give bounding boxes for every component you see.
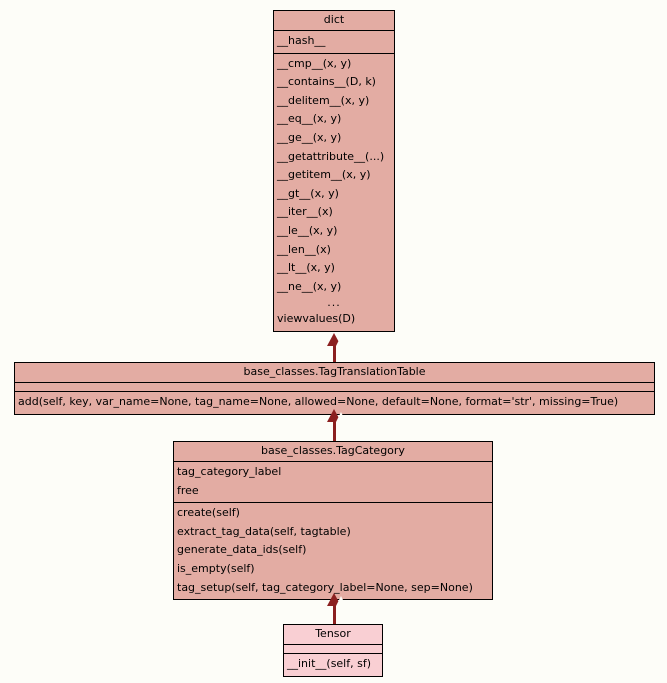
- class-name-compartment: base_classes.TagTranslationTable: [15, 363, 654, 382]
- methods-compartment-tagcategory: create(self) extract_tag_data(self, tagt…: [174, 502, 492, 599]
- method-item: __getattribute__(...): [277, 149, 385, 163]
- generalization-edge-tagtranslationtable-to-dict: [327, 333, 346, 362]
- method-item: add(self, key, var_name=None, tag_name=N…: [18, 395, 619, 408]
- class-name-compartment: Tensor: [284, 625, 382, 644]
- method-item: __delitem__(x, y): [277, 93, 370, 107]
- class-name-compartment: dict: [274, 11, 394, 30]
- method-item: __init__(self, sf): [287, 657, 372, 670]
- method-item: __getitem__(x, y): [277, 168, 371, 182]
- method-item: __ge__(x, y): [277, 130, 342, 144]
- method-item-ellipsis: ...: [327, 296, 341, 310]
- class-title-tensor: Tensor: [315, 627, 351, 640]
- class-title-dict: dict: [323, 13, 345, 26]
- method-item: tag_setup(self, tag_category_label=None,…: [177, 580, 473, 594]
- edge-line: [332, 606, 336, 624]
- method-item: extract_tag_data(self, tagtable): [177, 524, 351, 538]
- method-item: __lt__(x, y): [277, 261, 335, 275]
- generalization-edge-tagcategory-to-tagtranslationtable: [327, 409, 346, 441]
- generalization-edge-tensor-to-tagcategory: [327, 593, 346, 624]
- method-item: __eq__(x, y): [277, 112, 342, 126]
- method-item: __iter__(x): [277, 205, 333, 219]
- class-name-compartment: base_classes.TagCategory: [174, 442, 492, 461]
- class-box-tensor[interactable]: Tensor __init__(self, sf): [283, 624, 383, 677]
- methods-compartment-tagtranslationtable: add(self, key, var_name=None, tag_name=N…: [15, 391, 654, 414]
- inheritance-arrowhead-icon: [327, 593, 346, 606]
- method-item: __gt__(x, y): [277, 186, 339, 200]
- attribute-item: __hash__: [277, 34, 326, 47]
- class-title-tagtranslationtable: base_classes.TagTranslationTable: [243, 365, 426, 378]
- method-item: __cmp__(x, y): [277, 56, 352, 70]
- attribute-item: tag_category_label: [177, 465, 282, 478]
- attributes-compartment-tagcategory: tag_category_label free: [174, 461, 492, 502]
- methods-compartment-dict: __cmp__(x, y) __contains__(D, k) __delit…: [274, 52, 394, 331]
- inheritance-arrowhead-icon: [327, 409, 346, 422]
- method-item: __le__(x, y): [277, 223, 338, 237]
- method-item: __ne__(x, y): [277, 279, 342, 293]
- method-item: viewvalues(D): [277, 312, 356, 326]
- method-item: __len__(x): [277, 242, 331, 256]
- attributes-compartment-dict: __hash__: [274, 30, 394, 53]
- attributes-compartment-tagtranslationtable: [15, 382, 654, 391]
- method-item: is_empty(self): [177, 561, 255, 575]
- inheritance-arrowhead-icon: [327, 333, 346, 346]
- method-item: generate_data_ids(self): [177, 543, 307, 557]
- class-box-tagtranslationtable[interactable]: base_classes.TagTranslationTable add(sel…: [14, 362, 655, 415]
- method-item: create(self): [177, 506, 240, 520]
- methods-compartment-tensor: __init__(self, sf): [284, 653, 382, 676]
- edge-line: [332, 346, 336, 362]
- class-title-tagcategory: base_classes.TagCategory: [261, 444, 405, 457]
- class-box-tagcategory[interactable]: base_classes.TagCategory tag_category_la…: [173, 441, 493, 601]
- attributes-compartment-tensor: [284, 644, 382, 653]
- edge-line: [332, 422, 336, 441]
- method-item: __contains__(D, k): [277, 75, 376, 89]
- attribute-item: free: [177, 483, 199, 497]
- class-box-dict[interactable]: dict __hash__ __cmp__(x, y) __contains__…: [273, 10, 395, 332]
